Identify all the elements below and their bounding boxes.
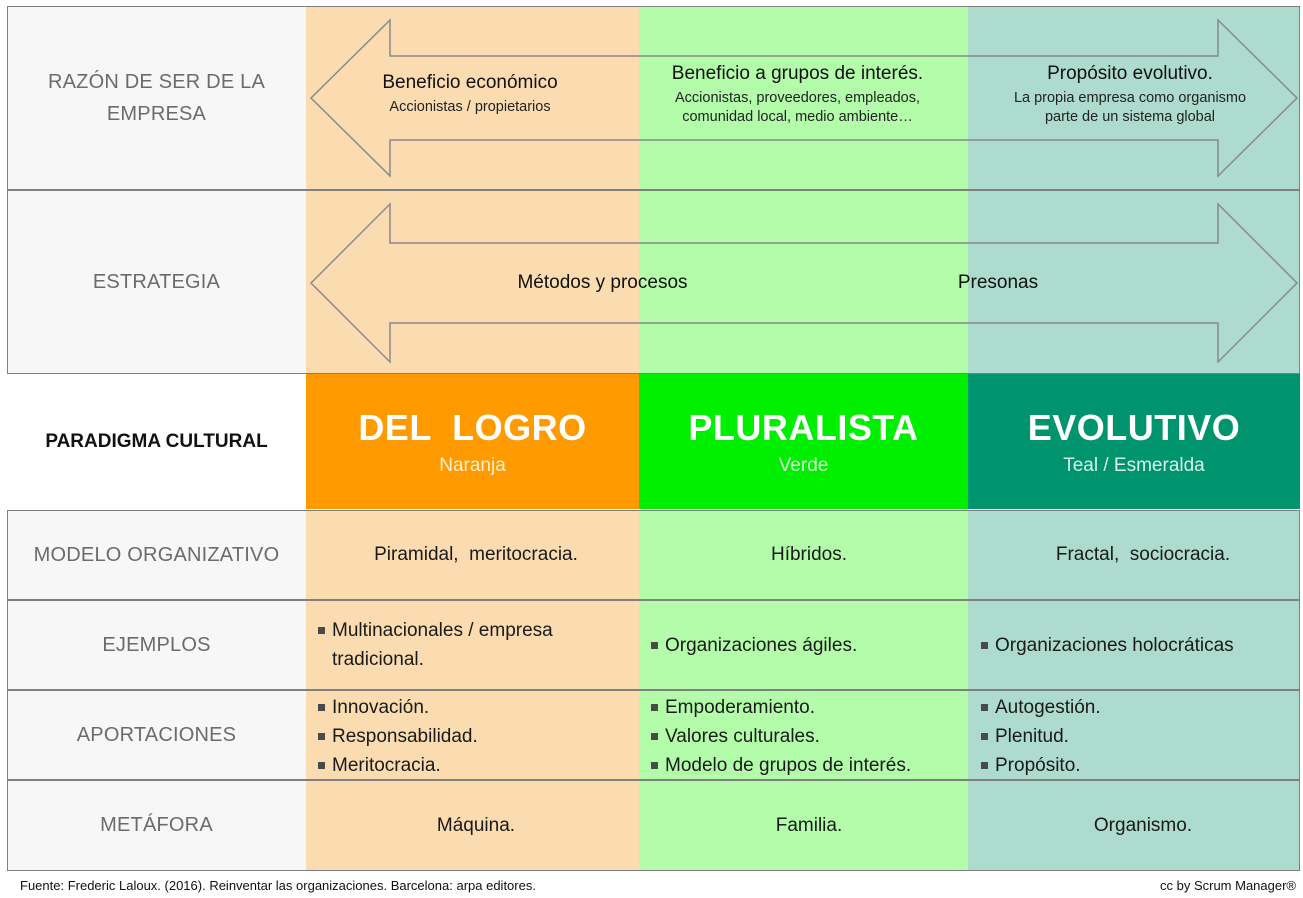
footer-source: Fuente: Frederic Laloux. (2016). Reinven… bbox=[20, 878, 536, 893]
proposito-sub: La propia empresa como organismo parte d… bbox=[1013, 90, 1247, 125]
divider-3 bbox=[7, 779, 1300, 781]
aportaciones-pluralista-item: Empoderamiento. bbox=[649, 693, 964, 722]
beneficio-economico-title: Beneficio económico bbox=[382, 72, 558, 93]
ejemplos-logro: Multinacionales / empresa tradicional. bbox=[316, 616, 616, 674]
ejemplos-pluralista-item: Organizaciones ágiles. bbox=[649, 631, 959, 660]
aportaciones-pluralista-item: Modelo de grupos de interés. bbox=[649, 751, 964, 780]
presonas-text: Presonas bbox=[957, 272, 1039, 293]
paradigm-logro: DEL LOGRO Naranja bbox=[306, 374, 639, 509]
aportaciones-logro: Innovación. Responsabilidad. Meritocraci… bbox=[316, 693, 626, 780]
metafora-pluralista: Familia. bbox=[775, 814, 843, 836]
paradigm-logro-sub: Naranja bbox=[439, 454, 506, 476]
modelo-evolutivo: Fractal, sociocracia. bbox=[1055, 544, 1231, 565]
metodos-procesos-text: Métodos y procesos bbox=[517, 272, 688, 293]
paradigm-evolutivo: EVOLUTIVO Teal / Esmeralda bbox=[968, 374, 1300, 509]
beneficio-grupos-title: Beneficio a grupos de interés. bbox=[671, 63, 924, 84]
metafora-logro: Máquina. bbox=[436, 814, 516, 836]
aportaciones-logro-item: Meritocracia. bbox=[316, 751, 626, 780]
paradigma-label: PARADIGMA CULTURAL bbox=[45, 431, 268, 452]
divider-2 bbox=[7, 689, 1300, 691]
top-divider bbox=[7, 189, 1300, 191]
paradigm-pluralista: PLURALISTA Verde bbox=[639, 374, 968, 509]
metafora-label: METÁFORA bbox=[100, 814, 213, 836]
paradigm-evolutivo-title: EVOLUTIVO bbox=[1027, 406, 1241, 448]
aportaciones-logro-item: Innovación. bbox=[316, 693, 626, 722]
ejemplos-evolutivo-item: Organizaciones holocráticas bbox=[979, 631, 1294, 660]
paradigm-pluralista-sub: Verde bbox=[778, 454, 829, 476]
arrow-estrategia bbox=[309, 202, 1299, 364]
footer-credit: cc by Scrum Manager® bbox=[1159, 878, 1296, 893]
proposito-title: Propósito evolutivo. bbox=[1047, 63, 1213, 84]
aportaciones-evolutivo-item: Autogestión. bbox=[979, 693, 1294, 722]
ejemplos-logro-item: Multinacionales / empresa tradicional. bbox=[316, 616, 616, 674]
razon-label: RAZÓN DE SER DE LA EMPRESA bbox=[48, 71, 265, 125]
double-arrow-diagram bbox=[309, 18, 1299, 364]
divider-1 bbox=[7, 599, 1300, 601]
ejemplos-label: EJEMPLOS bbox=[102, 633, 211, 656]
aportaciones-pluralista: Empoderamiento. Valores culturales. Mode… bbox=[649, 693, 964, 780]
modelo-pluralista: Híbridos. bbox=[770, 544, 848, 565]
aportaciones-evolutivo: Autogestión. Plenitud. Propósito. bbox=[979, 693, 1294, 780]
aportaciones-logro-item: Responsabilidad. bbox=[316, 722, 626, 751]
beneficio-grupos-sub: Accionistas, proveedores, empleados, com… bbox=[674, 90, 921, 125]
paradigm-pluralista-title: PLURALISTA bbox=[688, 406, 919, 448]
bottom-section-frame bbox=[7, 510, 1300, 871]
aportaciones-evolutivo-item: Propósito. bbox=[979, 751, 1294, 780]
beneficio-economico-block: Beneficio económico Accionistas / propie… bbox=[340, 72, 600, 117]
proposito-block: Propósito evolutivo. La propia empresa c… bbox=[985, 63, 1275, 127]
beneficio-grupos-block: Beneficio a grupos de interés. Accionist… bbox=[645, 63, 950, 127]
ejemplos-pluralista: Organizaciones ágiles. bbox=[649, 631, 959, 660]
modelo-label: MODELO ORGANIZATIVO bbox=[33, 543, 280, 566]
paradigm-logro-title: DEL LOGRO bbox=[358, 406, 587, 448]
aportaciones-label: APORTACIONES bbox=[76, 723, 237, 746]
aportaciones-pluralista-item: Valores culturales. bbox=[649, 722, 964, 751]
arrow-razon bbox=[309, 18, 1299, 178]
estrategia-label: ESTRATEGIA bbox=[92, 270, 221, 293]
metafora-evolutivo: Organismo. bbox=[1093, 814, 1193, 836]
aportaciones-evolutivo-item: Plenitud. bbox=[979, 722, 1294, 751]
paradigm-evolutivo-sub: Teal / Esmeralda bbox=[1063, 454, 1205, 476]
ejemplos-evolutivo: Organizaciones holocráticas bbox=[979, 631, 1294, 660]
modelo-logro: Piramidal, meritocracia. bbox=[374, 544, 578, 565]
beneficio-economico-sub: Accionistas / propietarios bbox=[389, 99, 551, 115]
